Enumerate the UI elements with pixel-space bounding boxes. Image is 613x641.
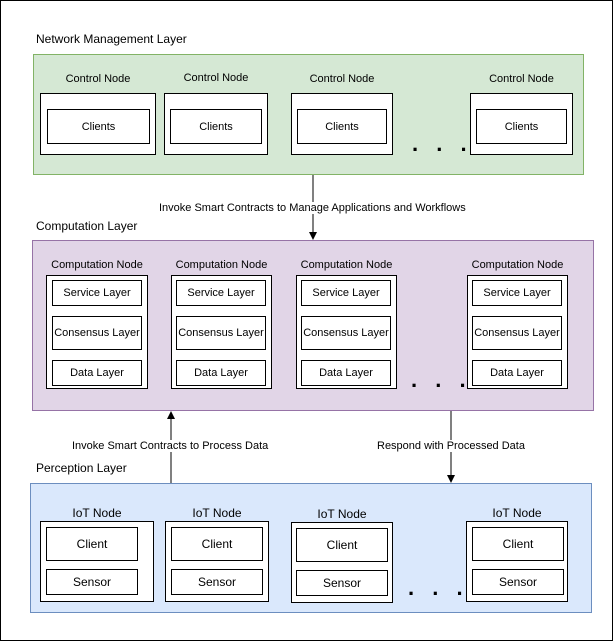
consensus-layer-box: Consensus Layer	[176, 316, 266, 350]
client-box: Client	[296, 528, 388, 562]
sensor-box: Sensor	[296, 570, 388, 596]
sensor-box: Sensor	[46, 569, 138, 595]
clients-box: Clients	[170, 109, 262, 144]
client-box: Client	[472, 527, 564, 561]
client-box: Client	[171, 527, 263, 561]
sensor-box: Sensor	[171, 569, 263, 595]
clients-box: Clients	[297, 109, 387, 144]
control-node-title: Control Node	[309, 73, 375, 85]
iot-node-title: IoT Node	[72, 506, 122, 520]
network-ellipsis: . . .	[412, 131, 473, 156]
data-layer-box: Data Layer	[472, 360, 562, 386]
computation-node-title: Computation Node	[175, 259, 268, 271]
computation-node-title: Computation Node	[300, 259, 393, 271]
data-layer-box: Data Layer	[301, 360, 391, 386]
client-box: Client	[46, 527, 138, 561]
computation-node-title: Computation Node	[471, 259, 564, 271]
iot-node-title: IoT Node	[317, 507, 367, 521]
clients-box: Clients	[476, 109, 567, 144]
iot-node-title: IoT Node	[492, 506, 542, 520]
service-layer-box: Service Layer	[176, 280, 266, 306]
service-layer-box: Service Layer	[472, 280, 562, 306]
control-node-title: Control Node	[183, 72, 249, 84]
data-layer-box: Data Layer	[52, 360, 142, 386]
service-layer-box: Service Layer	[52, 280, 142, 306]
service-layer-box: Service Layer	[301, 280, 391, 306]
computation-node-title: Computation Node	[51, 259, 143, 271]
consensus-layer-box: Consensus Layer	[472, 316, 562, 350]
computation-ellipsis: . . .	[411, 367, 472, 392]
network-layer-title: Network Management Layer	[36, 32, 187, 46]
consensus-layer-box: Consensus Layer	[301, 316, 391, 350]
iot-node-title: IoT Node	[192, 506, 242, 520]
computation-layer-title: Computation Layer	[36, 219, 138, 233]
perception-ellipsis: . . .	[408, 575, 469, 600]
control-node-title: Control Node	[489, 73, 554, 85]
control-node-title: Control Node	[65, 73, 131, 85]
sensor-box: Sensor	[472, 569, 564, 595]
arrow-left-label: Invoke Smart Contracts to Process Data	[72, 440, 269, 452]
arrow-right-label: Respond with Processed Data	[377, 440, 525, 452]
perception-layer-title: Perception Layer	[36, 461, 127, 475]
consensus-layer-box: Consensus Layer	[52, 316, 142, 350]
clients-box: Clients	[47, 109, 150, 144]
arrow-top-label: Invoke Smart Contracts to Manage Applica…	[159, 202, 466, 214]
data-layer-box: Data Layer	[176, 360, 266, 386]
